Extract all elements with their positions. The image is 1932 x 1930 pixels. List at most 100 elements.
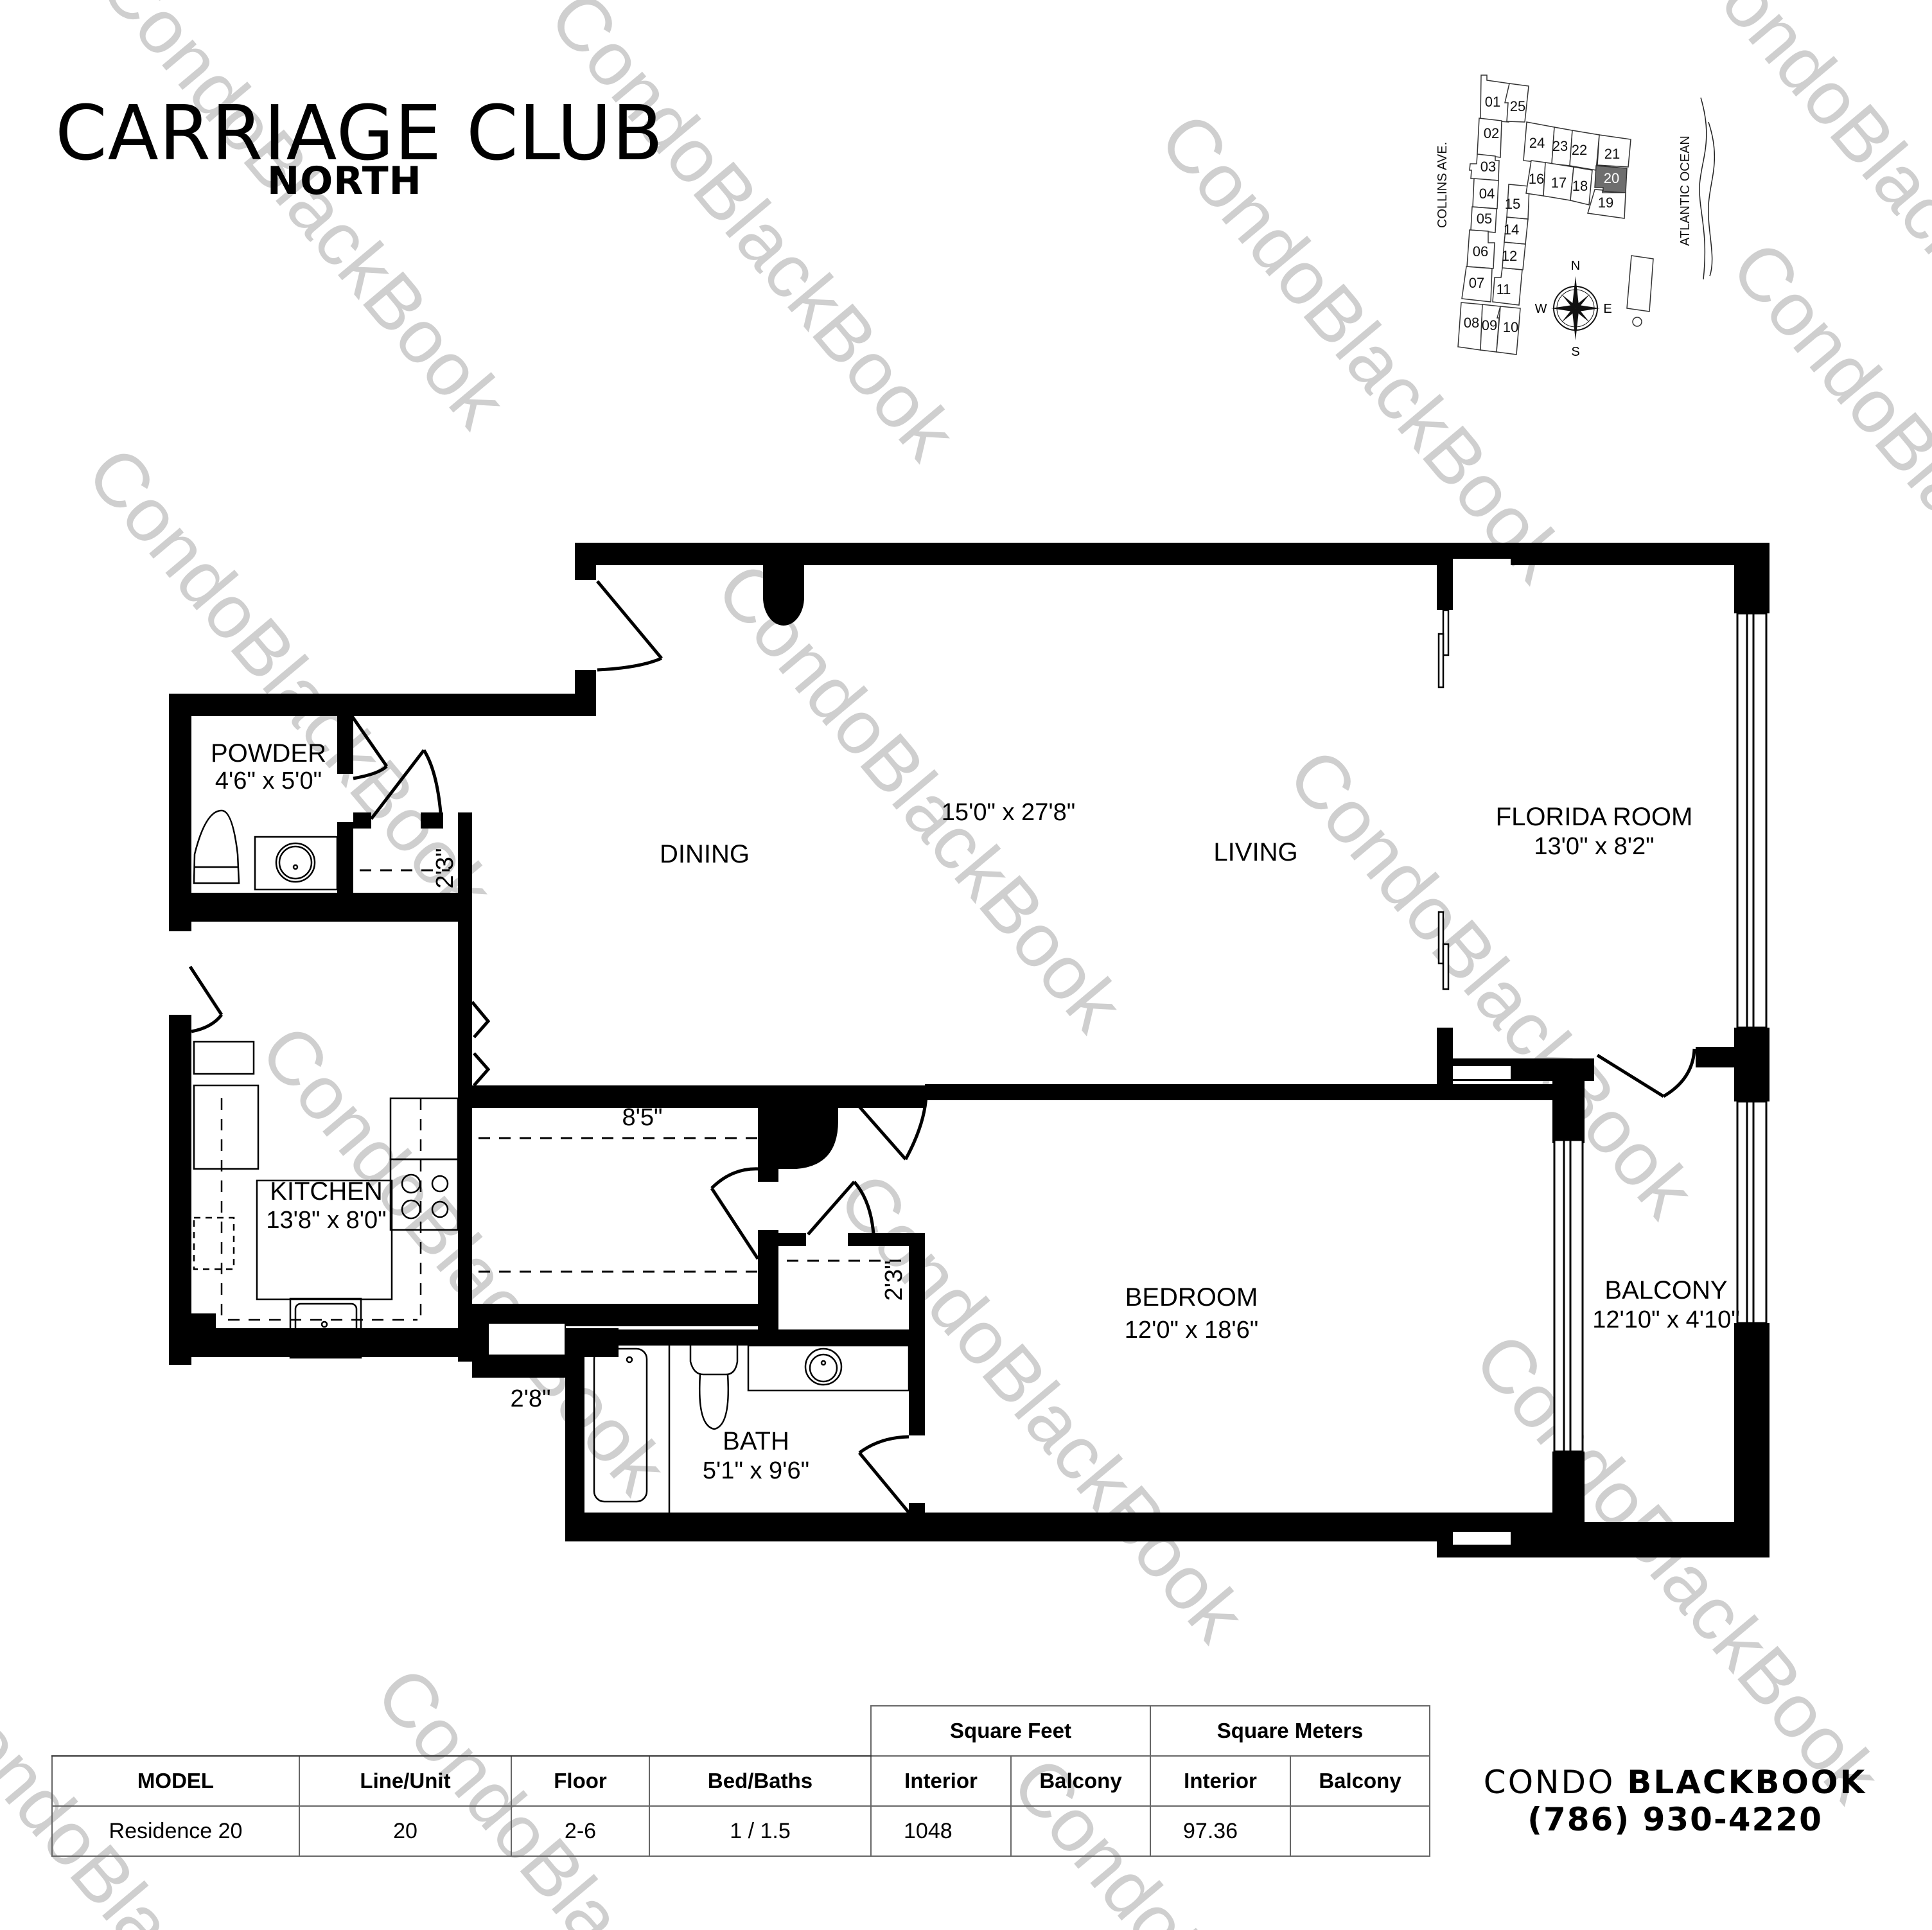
cell-sqft-interior: 1048	[870, 1805, 1012, 1857]
balcony-door-icon	[1596, 1053, 1665, 1098]
bath-closet-dim: 2'3"	[881, 1260, 908, 1301]
brand-phone[interactable]: (786) 930-4220	[1527, 1801, 1823, 1838]
living-label: LIVING	[1213, 838, 1297, 866]
collins-ave-label: COLLINS AVE.	[1436, 142, 1450, 228]
powder-closet-dim: 2'3"	[432, 848, 459, 888]
brand-block: CONDO BLACKBOOK (786) 930-4220	[1463, 1765, 1887, 1839]
bedroom-label: BEDROOM	[1125, 1283, 1258, 1312]
svg-text:18: 18	[1572, 178, 1588, 194]
closet-door-icon	[370, 749, 425, 820]
brand-name: CONDO BLACKBOOK	[1463, 1765, 1887, 1800]
unit-18-shape	[1570, 166, 1593, 206]
powder-dims: 4'6" x 5'0"	[215, 768, 322, 794]
sqm-group-header: Square Meters	[1150, 1705, 1430, 1757]
unit-25-shape	[1504, 83, 1529, 123]
svg-text:21: 21	[1604, 146, 1620, 162]
bedroom-door-icon	[848, 1094, 907, 1161]
svg-text:14: 14	[1504, 222, 1519, 238]
sliding-door-icon	[1437, 609, 1450, 990]
col-model: MODEL	[51, 1755, 300, 1807]
building-subtitle: NORTH	[267, 159, 422, 204]
washer-dryer-icon	[193, 1216, 235, 1270]
powder-door-icon	[350, 715, 389, 768]
svg-text:19: 19	[1598, 195, 1613, 211]
kitchen-sink-icon	[289, 1297, 362, 1359]
window-icon	[1553, 612, 1768, 1453]
svg-text:16: 16	[1529, 171, 1544, 187]
col-sqm-balcony: Balcony	[1290, 1755, 1430, 1807]
shoreline-icon	[1699, 97, 1707, 280]
kitchen-dims: 13'8" x 8'0"	[266, 1207, 386, 1234]
dishwasher-icon	[193, 1040, 255, 1075]
table-row: Residence 20 20 2-6 1 / 1.5 1048 97.36	[51, 1805, 1430, 1857]
kitchen-door-icon	[188, 965, 224, 1016]
column-icon	[763, 565, 804, 626]
powder-label: POWDER	[211, 739, 326, 768]
col-sqft-balcony: Balcony	[1010, 1755, 1151, 1807]
svg-text:03: 03	[1480, 159, 1496, 175]
unit-20-highlight	[1594, 165, 1628, 193]
svg-text:15: 15	[1505, 196, 1520, 212]
svg-text:06: 06	[1473, 243, 1488, 259]
table-group-header-row: Square Feet Square Meters	[52, 1705, 1430, 1757]
svg-text:07: 07	[1469, 275, 1484, 291]
table-header-row: MODEL Line/Unit Floor Bed/Baths Interior…	[51, 1755, 1430, 1807]
svg-text:E: E	[1603, 302, 1611, 316]
bath-fixtures	[593, 1344, 910, 1513]
unit-02-shape	[1477, 118, 1502, 158]
svg-text:08: 08	[1464, 315, 1479, 331]
bath-dims: 5'1" x 9'6"	[703, 1457, 809, 1484]
svg-text:12: 12	[1502, 248, 1517, 264]
svg-text:17: 17	[1551, 175, 1567, 191]
kitchen-label: KITCHEN	[270, 1177, 383, 1206]
svg-text:S: S	[1571, 345, 1579, 359]
cell-sqm-balcony	[1290, 1805, 1430, 1857]
kitchen-fixtures	[193, 1040, 459, 1359]
walls	[169, 543, 1770, 1557]
svg-text:25: 25	[1510, 98, 1525, 114]
col-floor: Floor	[511, 1755, 650, 1807]
walk-in-closet-door-icon	[710, 1187, 760, 1260]
unit-21-shape	[1597, 134, 1631, 168]
svg-text:W: W	[1535, 302, 1547, 316]
unit-20-label: 20	[1604, 170, 1619, 186]
unit-15-shape	[1506, 184, 1530, 220]
unit-05-shape	[1470, 206, 1497, 233]
bifold-door-icon	[471, 1001, 491, 1039]
spec-table: Square Feet Square Meters MODEL Line/Uni…	[51, 1705, 1430, 1857]
svg-text:24: 24	[1529, 135, 1545, 151]
vanity-icon	[747, 1344, 910, 1392]
atlantic-ocean-label: ATLANTIC OCEAN	[1678, 136, 1692, 246]
amenity-shape	[1626, 255, 1654, 312]
hall-closet-dim: 2'8"	[510, 1385, 550, 1412]
brand-name-bold: BLACKBOOK	[1627, 1764, 1867, 1801]
bath-closet-door-icon	[807, 1180, 856, 1236]
range-icon	[389, 1158, 459, 1231]
cell-sqm-interior: 97.36	[1150, 1805, 1291, 1857]
bathtub-icon	[593, 1347, 648, 1503]
balcony-dims: 12'10" x 4'10"	[1592, 1306, 1740, 1333]
svg-text:02: 02	[1484, 125, 1499, 141]
bath-door-icon	[858, 1452, 910, 1514]
cell-model: Residence 20	[51, 1805, 300, 1857]
svg-text:04: 04	[1479, 186, 1495, 202]
cell-floor: 2-6	[511, 1805, 650, 1857]
florida-room-label: FLORIDA ROOM	[1496, 803, 1693, 831]
cell-bed-baths: 1 / 1.5	[649, 1805, 872, 1857]
bath-toilet-icon	[689, 1346, 739, 1376]
col-sqft-interior: Interior	[870, 1755, 1012, 1807]
bedroom-dims: 12'0" x 18'6"	[1125, 1317, 1258, 1344]
florida-room-dims: 13'0" x 8'2"	[1534, 833, 1654, 860]
building-title: CARRIAGE CLUB	[55, 89, 664, 177]
col-line-unit: Line/Unit	[299, 1755, 512, 1807]
living-dining-dims: 15'0" x 27'8"	[942, 799, 1075, 826]
col-sqm-interior: Interior	[1150, 1755, 1291, 1807]
svg-text:09: 09	[1482, 317, 1497, 333]
svg-text:01: 01	[1485, 94, 1500, 110]
entry-door-icon	[596, 580, 663, 660]
svg-text:11: 11	[1497, 281, 1511, 297]
refrigerator-icon	[193, 1084, 259, 1170]
